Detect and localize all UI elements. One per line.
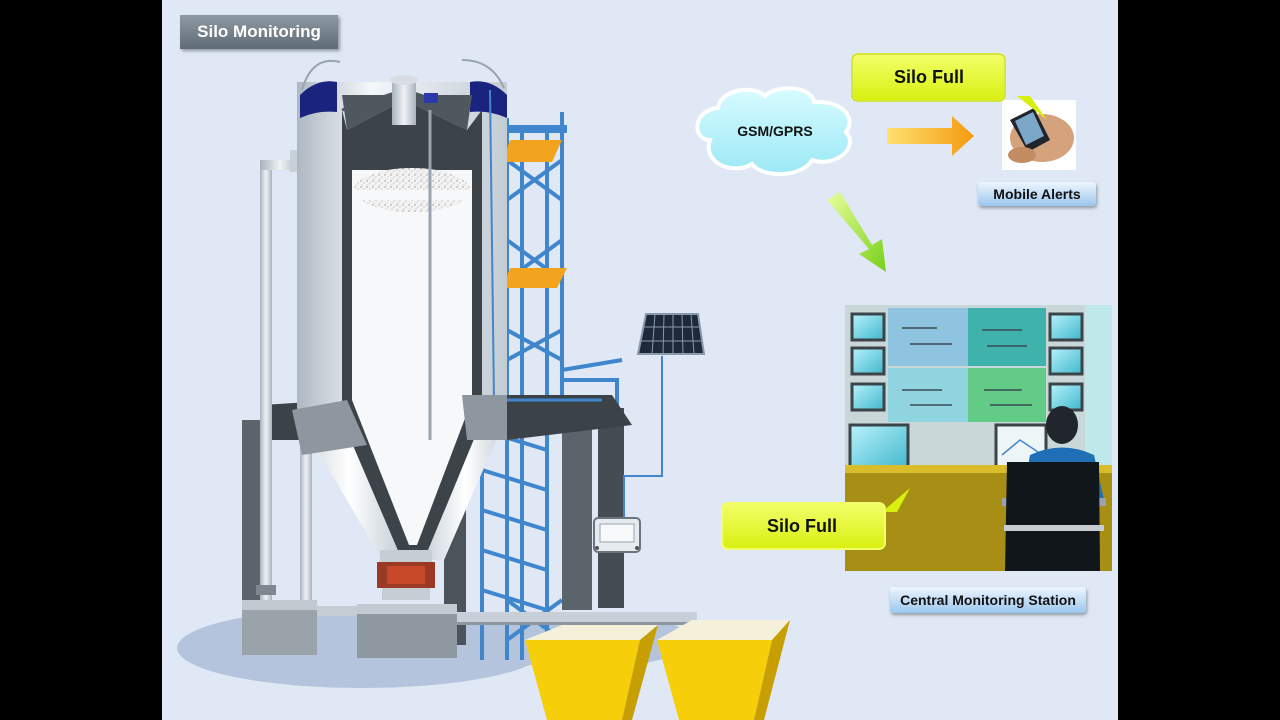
mobile-alerts-caption: Mobile Alerts — [978, 182, 1096, 206]
solar-panel-icon — [624, 314, 704, 520]
mobile-alert-message: Silo Full — [854, 67, 1004, 88]
wireless-sensor-icon — [594, 518, 640, 552]
arrow-to-station — [827, 192, 886, 272]
central-station-caption: Central Monitoring Station — [890, 587, 1086, 613]
discharge-valve — [377, 550, 435, 600]
page-title: Silo Monitoring — [180, 15, 338, 49]
stair-landings — [502, 125, 567, 288]
arrow-to-mobile — [887, 116, 974, 156]
network-label: GSM/GPRS — [720, 123, 830, 139]
station-alert-message: Silo Full — [722, 516, 882, 537]
diagram-canvas: Silo Monitoring GSM/GPRS Silo Full Mobil… — [162, 0, 1118, 720]
